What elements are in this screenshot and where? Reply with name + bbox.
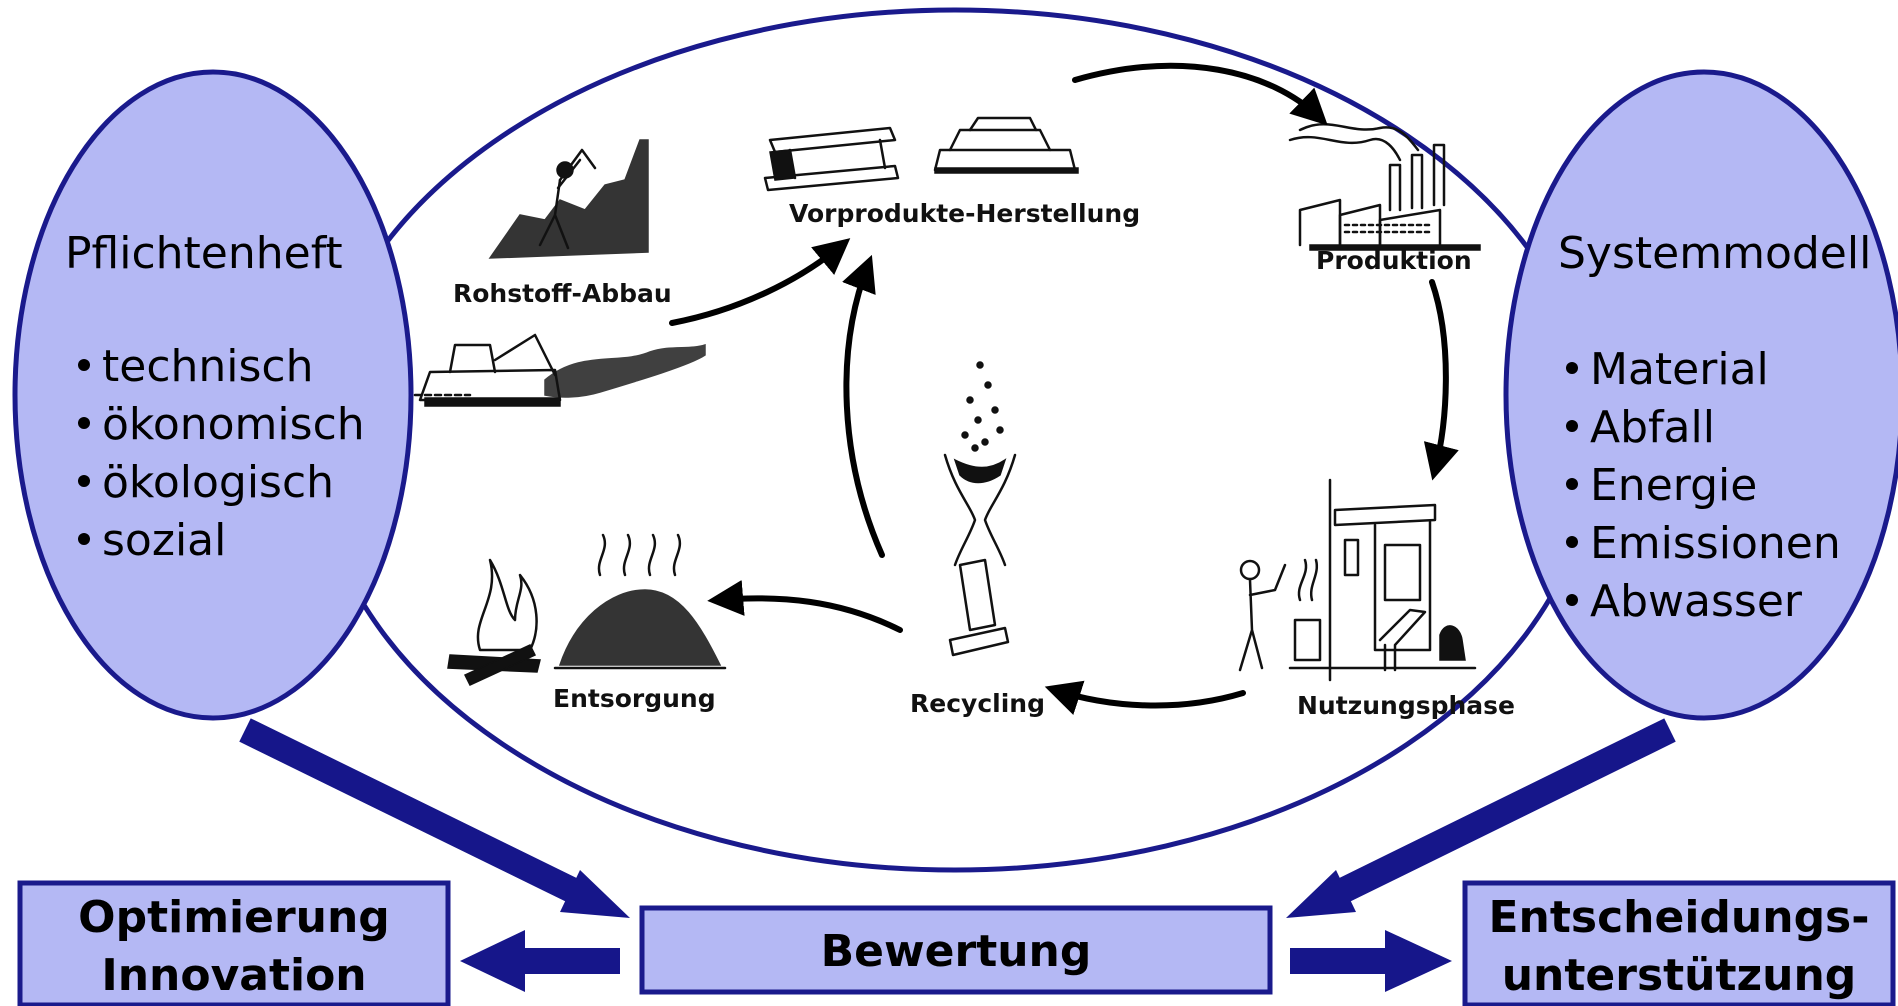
bullet-icon	[1566, 420, 1578, 432]
systemmodell-ellipse: Systemmodell Material Abfall Energie Emi…	[1503, 69, 1898, 721]
box-optimierung: Optimierung Innovation	[17, 880, 451, 1006]
miner-icon	[488, 139, 649, 259]
arrow-nutzung-to-recycling	[1044, 680, 1246, 715]
bullet-icon	[1566, 478, 1578, 490]
list-item: ökologisch	[102, 457, 334, 508]
pflichtenheft-title: Pflichtenheft	[65, 228, 343, 279]
systemmodell-title: Systemmodell	[1558, 228, 1871, 279]
pflichtenheft-ellipse: Pflichtenheft technisch ökonomisch ökolo…	[12, 69, 414, 721]
list-item: Emissionen	[1590, 518, 1841, 569]
excavator-icon	[413, 333, 706, 407]
box-entscheidung: Entscheidungs- unterstützung	[1462, 880, 1896, 1006]
bullet-icon	[1566, 594, 1578, 606]
house-terrace-icon	[1238, 478, 1477, 682]
campfire-icon	[447, 558, 541, 686]
arrow-vorprodukte-to-produktion	[1072, 62, 1328, 126]
arrow-recycling-to-entsorgung	[707, 580, 903, 633]
cycle-arrows	[669, 62, 1459, 715]
arrow-to-entscheidung	[1290, 930, 1452, 992]
list-item: ökonomisch	[102, 399, 365, 450]
bullet-icon	[1566, 536, 1578, 548]
box-optimierung-line1: Optimierung	[78, 892, 390, 943]
list-item: Abwasser	[1590, 576, 1803, 627]
blue-arrow-left-diagonal	[239, 718, 630, 918]
box-optimierung-line2: Innovation	[101, 950, 366, 1001]
bullet-icon	[1566, 362, 1578, 374]
arrow-to-optimierung	[460, 930, 620, 992]
bullet-icon	[78, 359, 90, 371]
box-bewertung-label: Bewertung	[821, 926, 1092, 977]
box-bewertung: Bewertung	[639, 905, 1273, 995]
list-item: Abfall	[1590, 402, 1715, 453]
metal-ingots-icon	[933, 116, 1079, 174]
pflichtenheft-list: technisch ökonomisch ökologisch sozial	[78, 341, 365, 566]
stage-label-produktion: Produktion	[1316, 246, 1472, 275]
list-item: sozial	[102, 515, 226, 566]
arrow-recycling-to-vorprodukte	[842, 254, 885, 558]
stage-label-entsorgung: Entsorgung	[553, 684, 716, 713]
list-item: Energie	[1590, 460, 1757, 511]
systemmodell-list: Material Abfall Energie Emissionen Abwas…	[1566, 344, 1841, 627]
stage-label-recycling: Recycling	[910, 689, 1045, 718]
stage-label-vorprodukte: Vorprodukte-Herstellung	[789, 199, 1140, 228]
bullet-icon	[78, 533, 90, 545]
arrow-rohstoff-to-vorprodukte	[669, 238, 851, 326]
box-entscheidung-line2: unterstützung	[1502, 950, 1857, 1001]
list-item: Material	[1590, 344, 1769, 395]
blue-arrow-right-diagonal	[1286, 718, 1676, 918]
steel-beam-icon	[763, 126, 900, 192]
arrow-head-icon	[1385, 930, 1452, 992]
arrow-head-icon	[460, 930, 525, 992]
stage-label-rohstoff: Rohstoff-Abbau	[453, 279, 672, 308]
arrow-produktion-to-nutzung	[1423, 279, 1459, 481]
bullet-icon	[78, 475, 90, 487]
stage-label-nutzung: Nutzungsphase	[1297, 691, 1515, 720]
bullet-icon	[78, 417, 90, 429]
arrow-head-icon	[560, 870, 630, 918]
box-entscheidung-line1: Entscheidungs-	[1488, 892, 1869, 943]
arrow-head-icon	[1286, 870, 1356, 918]
list-item: technisch	[102, 341, 314, 392]
recycling-funnel-icon	[943, 361, 1017, 657]
landfill-heap-icon	[553, 533, 727, 670]
